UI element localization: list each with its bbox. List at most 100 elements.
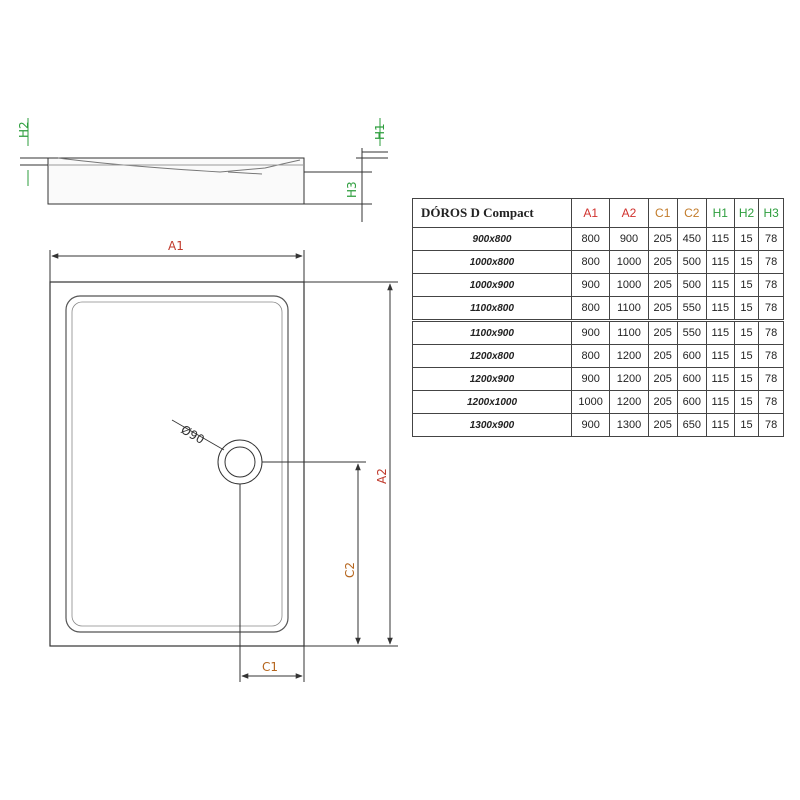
model-cell: 1300x900 [412, 413, 572, 437]
col-header-h1: H1 [705, 198, 735, 228]
value-cell: 15 [733, 413, 760, 437]
value-cell: 900 [570, 273, 611, 297]
value-cell: 1100 [609, 296, 649, 321]
col-header-h2: H2 [733, 198, 760, 228]
value-cell: 600 [676, 344, 707, 368]
col-header-h3: H3 [758, 198, 784, 228]
model-cell: 1000x800 [412, 250, 572, 274]
value-cell: 78 [758, 296, 784, 321]
value-cell: 500 [676, 250, 707, 274]
value-cell: 500 [676, 273, 707, 297]
model-cell: 1000x900 [412, 273, 572, 297]
value-cell: 205 [647, 390, 678, 414]
value-cell: 115 [705, 273, 735, 297]
value-cell: 800 [570, 344, 611, 368]
side-profile-view [47, 157, 305, 205]
value-cell: 115 [705, 319, 735, 345]
model-cell: 1200x1000 [412, 390, 572, 414]
h2-label: H2 [17, 121, 31, 138]
value-cell: 650 [676, 413, 707, 437]
value-cell: 205 [647, 367, 678, 391]
value-cell: 15 [733, 367, 760, 391]
h3-dimension [304, 148, 372, 222]
col-header-a1: A1 [570, 198, 611, 228]
dimension-table: DÓROS D Compact A1 A2 C1 C2 H1 H2 H3 900… [412, 198, 784, 437]
c2-dimension [262, 461, 366, 645]
a1-label: A1 [168, 239, 184, 253]
value-cell: 900 [570, 413, 611, 437]
value-cell: 800 [570, 296, 611, 321]
value-cell: 205 [647, 296, 678, 321]
value-cell: 115 [705, 250, 735, 274]
value-cell: 78 [758, 227, 784, 251]
h1-label: H1 [373, 123, 387, 140]
value-cell: 205 [647, 344, 678, 368]
value-cell: 900 [570, 367, 611, 391]
value-cell: 1000 [570, 390, 611, 414]
c2-label: C2 [343, 562, 357, 578]
value-cell: 15 [733, 250, 760, 274]
value-cell: 78 [758, 367, 784, 391]
table-title: DÓROS D Compact [412, 198, 572, 228]
model-cell: 1100x900 [412, 319, 572, 345]
value-cell: 205 [647, 250, 678, 274]
a2-dimension [304, 281, 398, 647]
c1-label: C1 [262, 660, 278, 674]
model-cell: 900x800 [412, 227, 572, 251]
value-cell: 115 [705, 413, 735, 437]
value-cell: 15 [733, 227, 760, 251]
model-cell: 1200x800 [412, 344, 572, 368]
value-cell: 115 [705, 344, 735, 368]
value-cell: 900 [570, 319, 611, 345]
value-cell: 550 [676, 296, 707, 321]
value-cell: 78 [758, 250, 784, 274]
value-cell: 115 [705, 367, 735, 391]
value-cell: 78 [758, 344, 784, 368]
model-cell: 1200x900 [412, 367, 572, 391]
c1-dimension [239, 484, 305, 682]
a2-label: A2 [375, 468, 389, 484]
value-cell: 800 [570, 250, 611, 274]
value-cell: 1200 [609, 344, 649, 368]
value-cell: 15 [733, 319, 760, 345]
value-cell: 15 [733, 390, 760, 414]
col-header-a2: A2 [609, 198, 649, 228]
value-cell: 115 [705, 390, 735, 414]
value-cell: 1300 [609, 413, 649, 437]
value-cell: 1200 [609, 367, 649, 391]
value-cell: 450 [676, 227, 707, 251]
tray-plan-view [49, 281, 305, 647]
value-cell: 15 [733, 344, 760, 368]
value-cell: 78 [758, 390, 784, 414]
h2-dimension [20, 118, 48, 186]
a1-dimension [49, 250, 305, 282]
value-cell: 600 [676, 390, 707, 414]
value-cell: 205 [647, 319, 678, 345]
value-cell: 15 [733, 273, 760, 297]
h3-label: H3 [345, 181, 359, 198]
value-cell: 78 [758, 273, 784, 297]
value-cell: 78 [758, 413, 784, 437]
table-header-row: DÓROS D Compact A1 A2 C1 C2 H1 H2 H3 [412, 198, 784, 228]
value-cell: 115 [705, 296, 735, 321]
value-cell: 900 [609, 227, 649, 251]
value-cell: 800 [570, 227, 611, 251]
model-cell: 1100x800 [412, 296, 572, 321]
value-cell: 78 [758, 319, 784, 345]
value-cell: 205 [647, 413, 678, 437]
value-cell: 1000 [609, 250, 649, 274]
value-cell: 1000 [609, 273, 649, 297]
value-cell: 600 [676, 367, 707, 391]
value-cell: 1200 [609, 390, 649, 414]
value-cell: 205 [647, 227, 678, 251]
